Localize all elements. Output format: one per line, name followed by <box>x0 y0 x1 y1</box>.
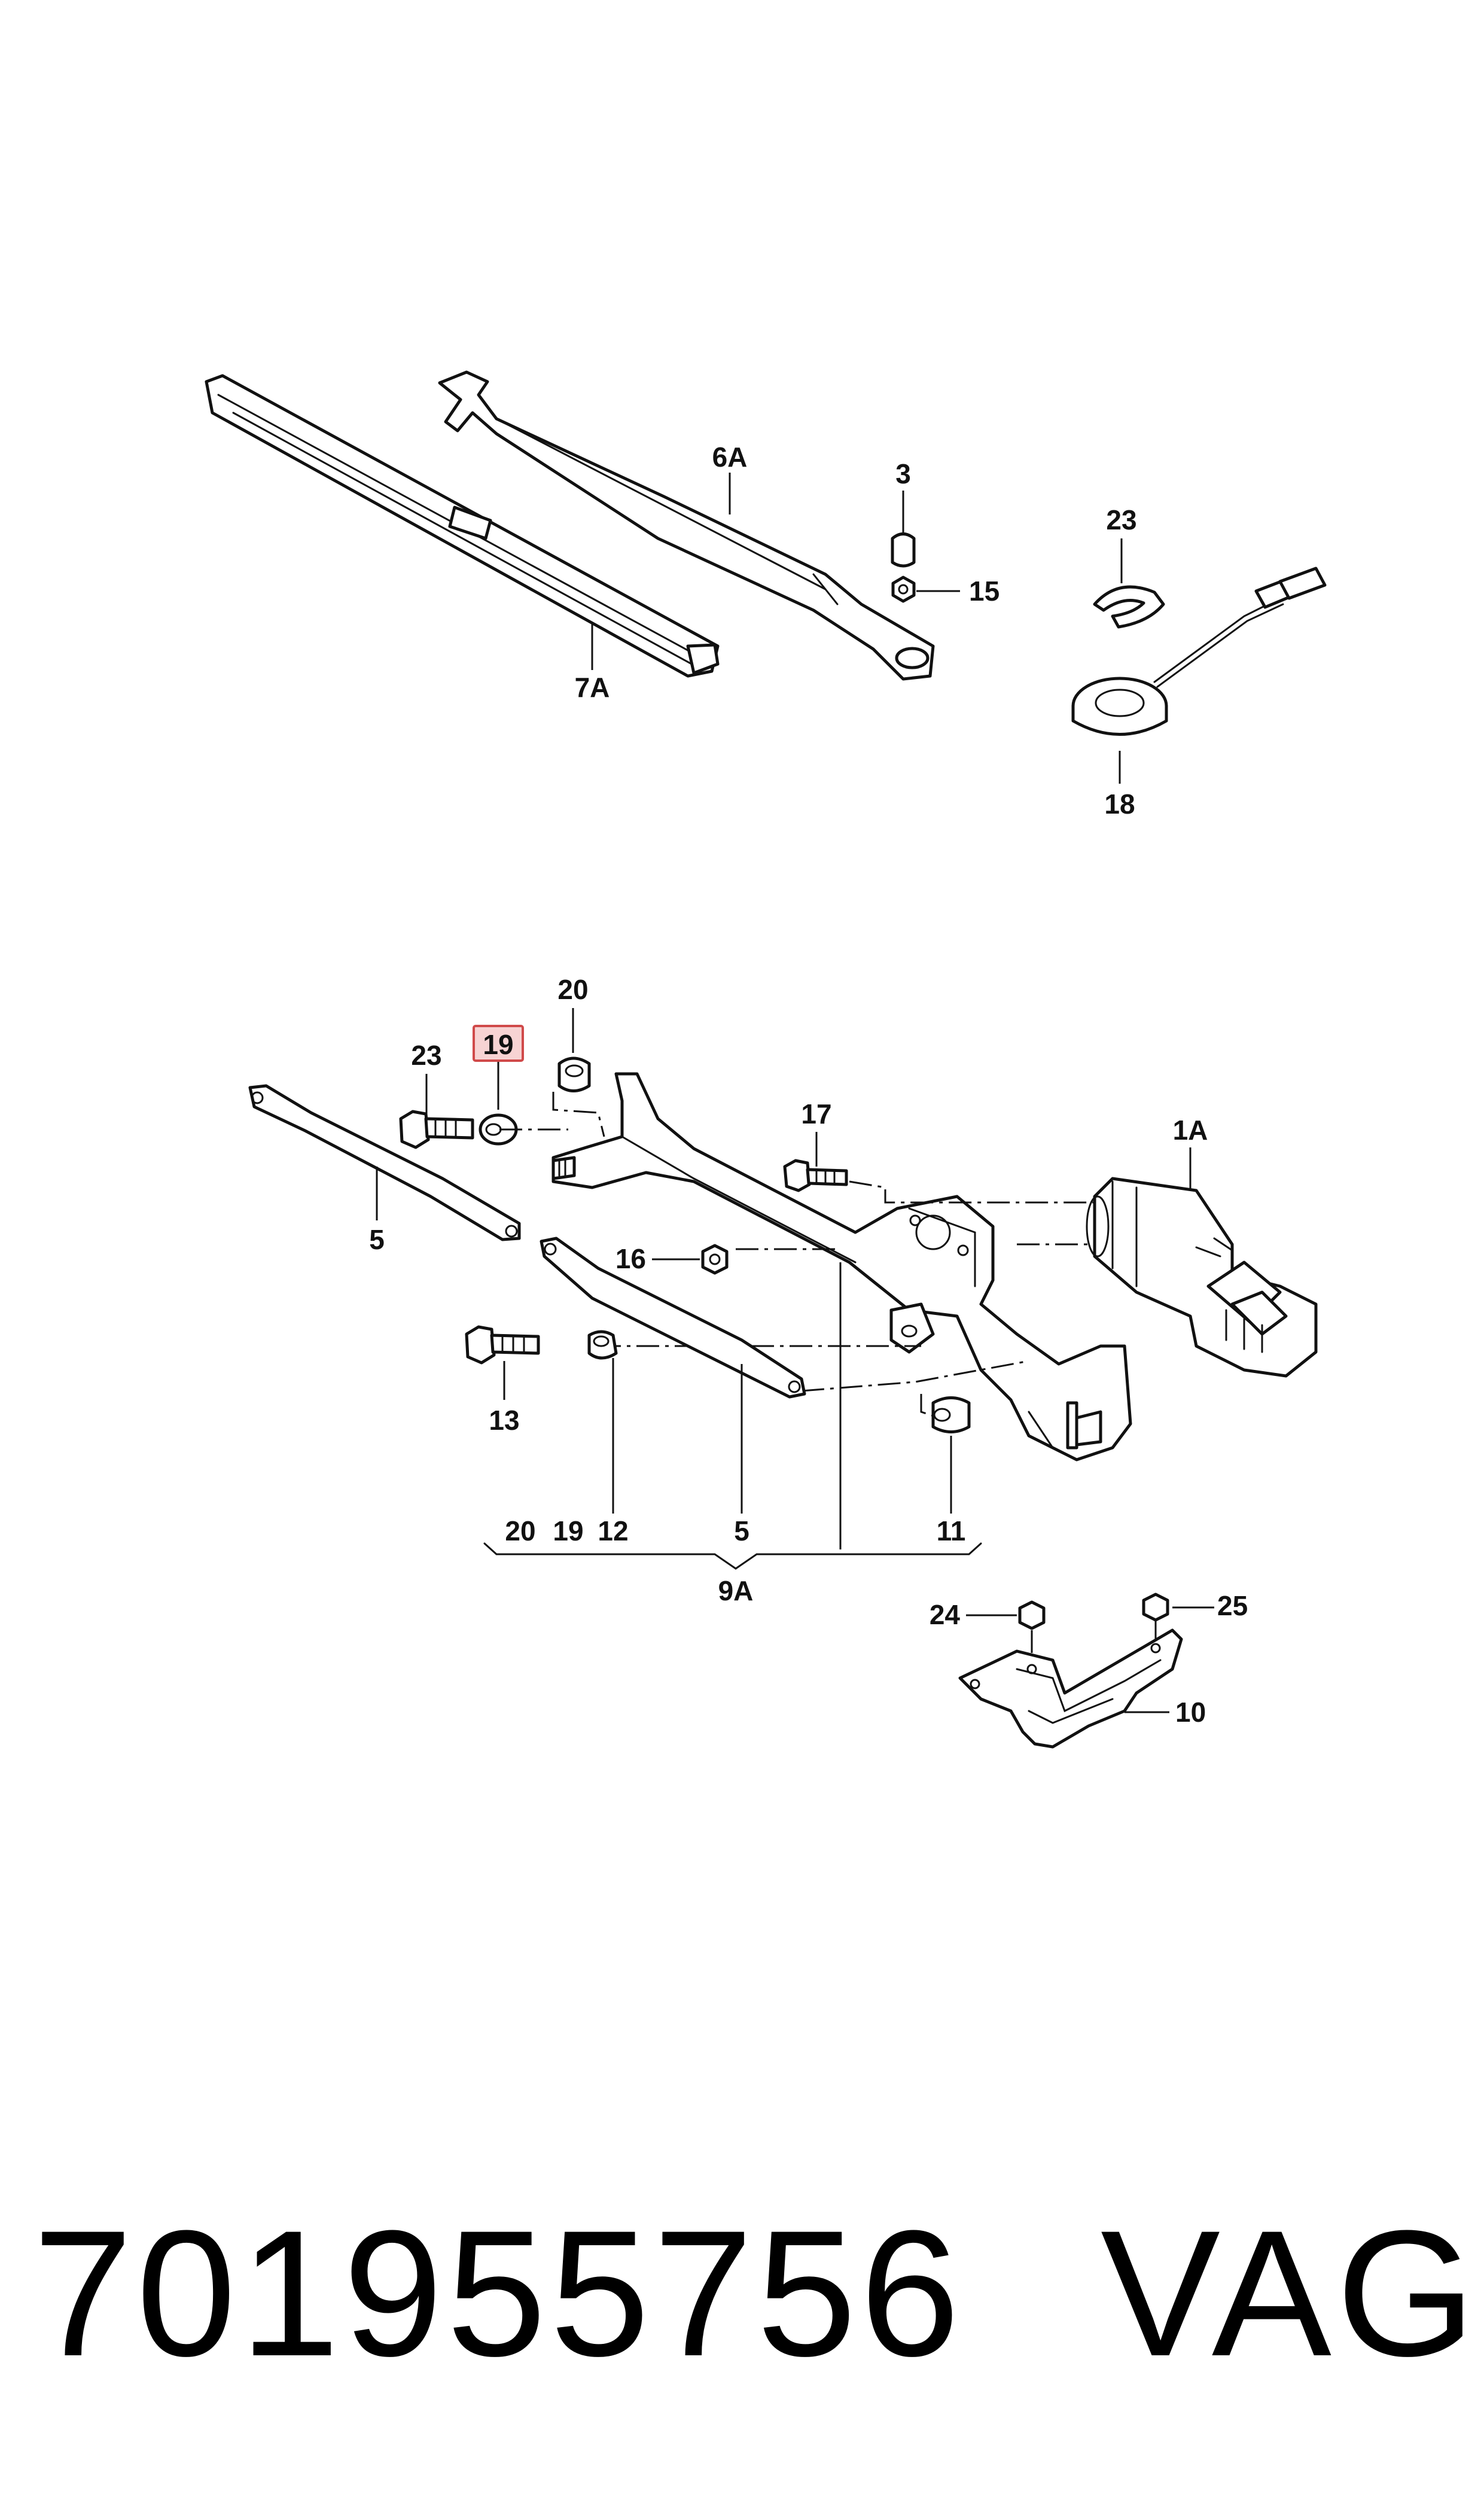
group-callout-20: 20 <box>505 1515 535 1546</box>
callout-24: 24 <box>930 1599 961 1630</box>
part-number: 701955756 <box>33 2193 964 2394</box>
cap-3 <box>891 532 916 568</box>
callout-9A: 9A <box>718 1575 754 1606</box>
callout-16: 16 <box>615 1243 646 1274</box>
bolt-13 <box>465 1325 540 1365</box>
bushing-12 <box>587 1330 618 1360</box>
push-rod-5-lower <box>540 1237 806 1399</box>
callout-17: 17 <box>801 1098 831 1129</box>
callout-3: 3 <box>895 458 911 489</box>
callout-19-top: 19 <box>483 1029 513 1060</box>
wiper-motor-1A <box>1086 1177 1318 1378</box>
callout-18: 18 <box>1104 788 1135 820</box>
callout-1A: 1A <box>1173 1115 1208 1146</box>
push-rod-5-upper <box>248 1084 521 1241</box>
bolt-17 <box>783 1159 848 1192</box>
bushing-20 <box>557 1056 591 1092</box>
wiper-blade-7A <box>205 374 720 678</box>
callout-5-left: 5 <box>369 1224 385 1255</box>
bolt-23 <box>399 1110 474 1149</box>
callout-23-mid: 23 <box>411 1040 441 1071</box>
callout-15: 15 <box>969 576 1000 607</box>
callout-23-top: 23 <box>1106 504 1136 535</box>
callout-20-top: 20 <box>557 974 588 1005</box>
brand-name: VAG <box>1101 2193 1481 2394</box>
group-callout-11: 11 <box>937 1515 966 1546</box>
bushing-11 <box>931 1396 971 1433</box>
nut-25 <box>1142 1593 1169 1622</box>
callout-25: 25 <box>1217 1590 1248 1621</box>
group-9A-bracket <box>483 1542 982 1570</box>
callout-13: 13 <box>489 1405 519 1436</box>
nut-15 <box>891 576 916 603</box>
callout-7A: 7A <box>575 672 610 703</box>
nut-16 <box>701 1244 729 1275</box>
callout-6A: 6A <box>712 442 748 473</box>
nut-24 <box>1018 1600 1046 1630</box>
bracket-10 <box>958 1628 1183 1749</box>
callout-10: 10 <box>1175 1697 1206 1728</box>
footer-caption: 701955756 VAG <box>0 2190 1484 2441</box>
sensor-18 <box>1071 567 1327 736</box>
bushing-19 <box>479 1113 518 1146</box>
callout-19-highlight: 19 <box>473 1025 524 1062</box>
group-callout-5: 5 <box>734 1515 749 1546</box>
group-callout-19: 19 <box>553 1515 583 1546</box>
clip-23-top <box>1093 585 1165 629</box>
group-callout-12: 12 <box>598 1515 628 1546</box>
wiper-arm-6A <box>438 370 935 681</box>
